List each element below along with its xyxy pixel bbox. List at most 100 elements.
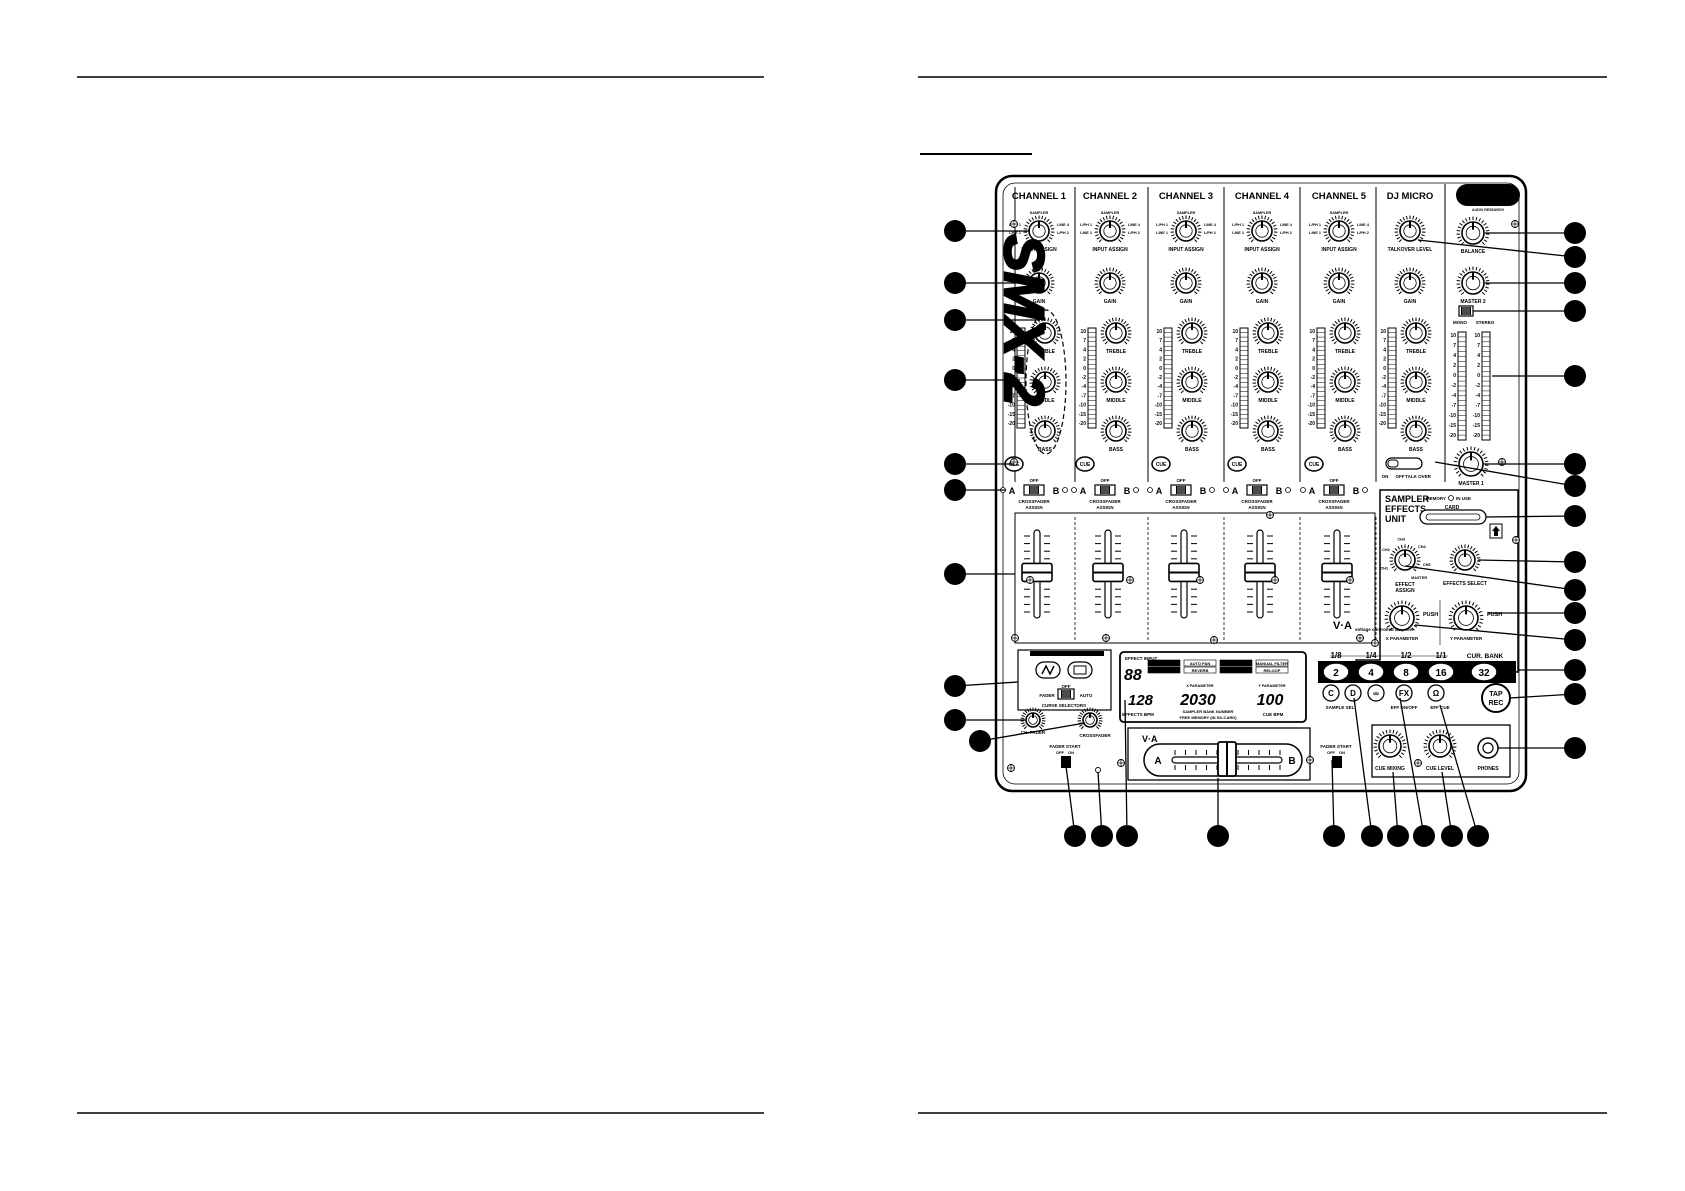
x-parameter-knob[interactable] [1384, 600, 1420, 631]
crossfader-assign-switch[interactable] [1094, 484, 1116, 496]
cue-button-cap[interactable] [1304, 456, 1324, 472]
master2-knob[interactable] [1456, 266, 1490, 296]
knob-tick [1356, 428, 1361, 430]
gain-knob[interactable] [1094, 267, 1126, 295]
reverse-button-cap[interactable] [1344, 684, 1362, 702]
treble-knob[interactable] [1100, 317, 1132, 345]
knob-tick [1047, 415, 1050, 420]
treble-knob[interactable] [1400, 317, 1432, 345]
knob-tick [1474, 550, 1478, 554]
headphone-cue-icon[interactable]: Ω [1427, 684, 1445, 702]
beat-button-cap[interactable] [1322, 662, 1350, 682]
bass-knob[interactable] [1029, 415, 1061, 443]
middle-knob[interactable] [1329, 366, 1361, 394]
gain-knob[interactable] [1246, 267, 1278, 295]
beat-button-32[interactable]: 32 [1470, 662, 1498, 682]
channel-volume-fader[interactable] [1321, 529, 1353, 619]
fx-button-cap[interactable] [1395, 684, 1413, 702]
cue-button[interactable]: CUE [1304, 456, 1324, 472]
channel-volume-fader[interactable] [1168, 529, 1200, 619]
cue-button[interactable]: CUE [1075, 456, 1095, 472]
curve-button-sharp[interactable] [1035, 661, 1061, 679]
gain-knob[interactable] [1170, 267, 1202, 295]
cue-button-cap[interactable] [1151, 456, 1171, 472]
crossfader-assign-switch[interactable] [1023, 484, 1045, 496]
effect-assign-knob[interactable] [1389, 544, 1421, 572]
fader-start-left-switch[interactable] [1061, 756, 1071, 768]
knob-tick [1350, 367, 1353, 372]
beat-button-2[interactable]: 2 [1322, 662, 1350, 682]
middle-knob[interactable] [1029, 366, 1061, 394]
crossfader[interactable] [1171, 741, 1283, 777]
treble-knob[interactable] [1176, 317, 1208, 345]
play-loop-button[interactable]: ∞ [1367, 684, 1385, 702]
treble-knob[interactable] [1329, 317, 1361, 345]
curve-mode-switch[interactable] [1057, 688, 1075, 700]
sd-card-slot[interactable] [1419, 509, 1487, 525]
middle-knob[interactable] [1252, 366, 1284, 394]
callout-badge [944, 220, 966, 242]
gain-knob[interactable] [1394, 267, 1426, 295]
knob-tick [1096, 236, 1101, 240]
input-assign-knob[interactable] [1246, 215, 1278, 243]
input-assign-knob[interactable] [1170, 215, 1202, 243]
channel-volume-fader[interactable] [1092, 529, 1124, 619]
gain-knob[interactable] [1023, 267, 1055, 295]
crossfader-curve-knob[interactable] [1077, 707, 1103, 730]
phones-jack[interactable] [1477, 737, 1499, 759]
bass-knob[interactable] [1252, 415, 1284, 443]
channel-volume-fader[interactable] [1021, 529, 1053, 619]
bass-knob[interactable] [1176, 415, 1208, 443]
headphone-cue-icon-cap[interactable] [1427, 684, 1445, 702]
beat-button-8[interactable]: 8 [1392, 662, 1420, 682]
input-assign-knob[interactable] [1094, 215, 1126, 243]
fader-start-right-switch[interactable] [1332, 756, 1342, 768]
treble-knob[interactable] [1252, 317, 1284, 345]
beat-button-cap[interactable] [1357, 662, 1385, 682]
input-assign-knob[interactable] [1394, 215, 1426, 243]
cue-button[interactable]: CUE [1151, 456, 1171, 472]
gain-knob[interactable] [1323, 267, 1355, 295]
channel-volume-fader[interactable] [1244, 529, 1276, 619]
screw [1356, 634, 1364, 642]
bass-knob[interactable] [1100, 415, 1132, 443]
bass-knob[interactable] [1400, 415, 1432, 443]
y-parameter-knob[interactable] [1448, 600, 1484, 631]
cue-level-knob[interactable] [1423, 729, 1457, 759]
effects-select-knob[interactable] [1449, 544, 1481, 572]
beat-button-cap[interactable] [1427, 662, 1455, 682]
reverse-button[interactable]: D [1344, 684, 1362, 702]
crossfader-assign-switch[interactable] [1323, 484, 1345, 496]
talkover-switch-lever[interactable] [1387, 459, 1399, 468]
cue-button-cap[interactable] [1227, 456, 1247, 472]
input-assign-knob[interactable] [1323, 215, 1355, 243]
cue-button[interactable]: CUE [1227, 456, 1247, 472]
fx-button[interactable]: FX [1395, 684, 1413, 702]
master1-knob[interactable] [1453, 446, 1489, 477]
knob-tick [1125, 436, 1130, 440]
beat-button-4[interactable]: 4 [1357, 662, 1385, 682]
play-loop-button-cap[interactable] [1367, 684, 1385, 702]
mono-stereo-switch[interactable] [1458, 305, 1474, 317]
curve-button-cap[interactable] [1067, 661, 1093, 679]
knob-tick [1202, 375, 1207, 378]
ch-fader-curve-knob[interactable] [1020, 707, 1046, 730]
cue-button-cap[interactable] [1075, 456, 1095, 472]
beat-button-16[interactable]: 16 [1427, 662, 1455, 682]
bass-knob[interactable] [1329, 415, 1361, 443]
beat-button-cap[interactable] [1470, 662, 1498, 682]
curve-button-smooth[interactable] [1067, 661, 1093, 679]
middle-knob[interactable] [1176, 366, 1208, 394]
crossfader-assign-switch[interactable] [1246, 484, 1268, 496]
middle-knob[interactable] [1400, 366, 1432, 394]
tap-rec-cap[interactable] [1481, 683, 1511, 713]
middle-knob[interactable] [1100, 366, 1132, 394]
beat-button-cap[interactable] [1392, 662, 1420, 682]
cue-mixing-knob[interactable] [1373, 729, 1407, 759]
knob-tick [1040, 366, 1043, 371]
loop-button[interactable]: C [1322, 684, 1340, 702]
crossfader-assign-switch[interactable] [1170, 484, 1192, 496]
loop-button-cap[interactable] [1322, 684, 1340, 702]
